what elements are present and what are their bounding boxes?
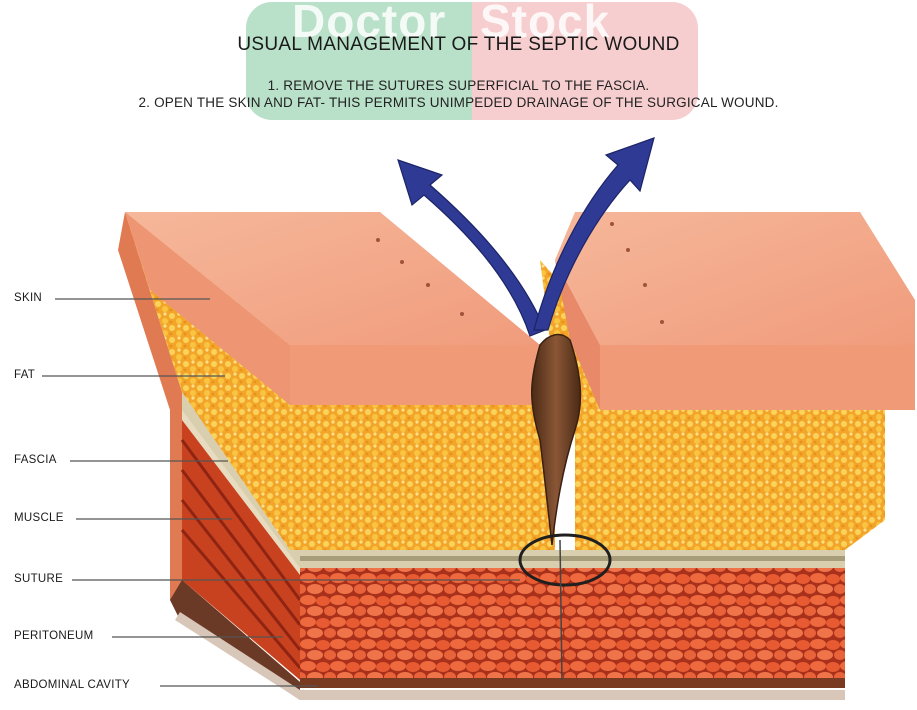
fascia-line	[300, 556, 845, 561]
label-fat: FAT	[14, 369, 35, 381]
label-muscle: MUSCLE	[14, 512, 64, 524]
label-suture: SUTURE	[14, 573, 63, 585]
label-peritoneum: PERITONEUM	[14, 630, 93, 642]
label-skin: SKIN	[14, 292, 42, 304]
label-abdominal-cavity: ABDOMINAL CAVITY	[14, 679, 130, 691]
peritoneum-layer	[300, 678, 845, 688]
skin-left-front	[290, 345, 540, 405]
skin-right-front	[600, 345, 915, 410]
skin-right-top	[555, 212, 915, 345]
label-fascia: FASCIA	[14, 454, 57, 466]
